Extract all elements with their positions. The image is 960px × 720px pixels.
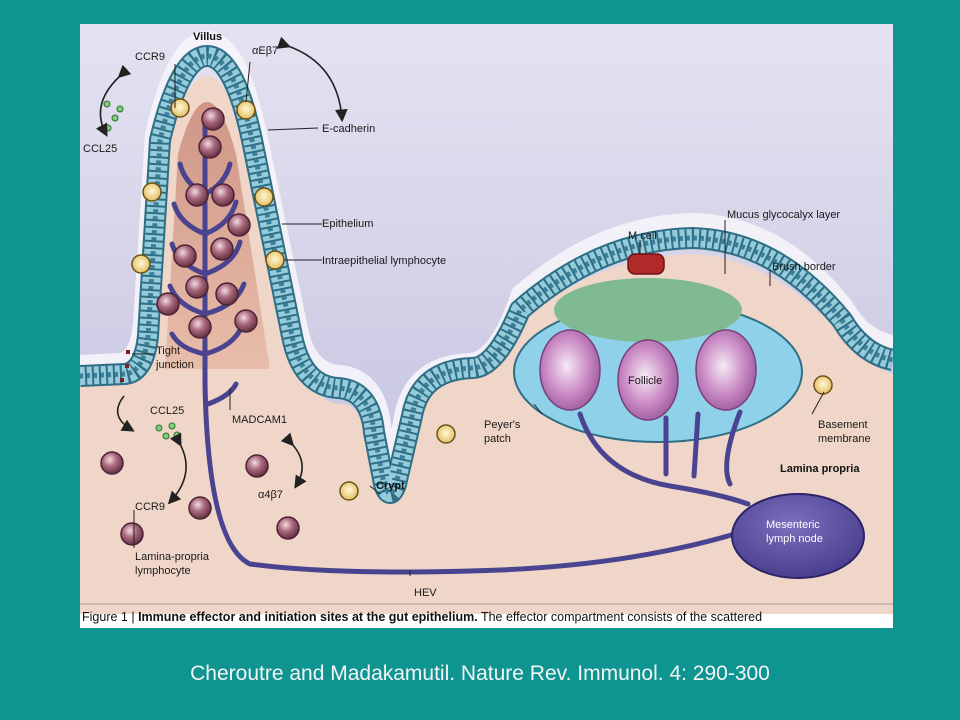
figure-caption: Figure 1 | Immune effector and initiatio… <box>82 610 762 624</box>
follicle-center <box>617 339 679 421</box>
label-m-cell: M cell <box>628 230 657 242</box>
follicle-left <box>539 329 601 411</box>
label-crypt: Crypt <box>376 480 405 492</box>
caption-bold: Immune effector and initiation sites at … <box>138 610 478 624</box>
dome-region <box>554 278 742 342</box>
gut-epithelium-diagram: Villus CCR9 αEβ7 CCL25 E-cadherin Epithe… <box>80 24 893 624</box>
label-lpl-1: Lamina-propria <box>135 551 210 563</box>
label-villus: Villus <box>193 31 222 43</box>
label-basement-2: membrane <box>818 433 871 445</box>
epithelium-nuclei <box>80 53 893 496</box>
migration-arrows <box>95 36 348 505</box>
caption-prefix: Figure 1 | <box>82 610 138 624</box>
label-ccr9-top: CCR9 <box>135 51 165 63</box>
label-alpha-e-beta7: αEβ7 <box>252 45 278 57</box>
label-mln-2: lymph node <box>766 533 823 545</box>
label-tight-junction-1: Tight <box>156 345 180 357</box>
label-peyers-2: patch <box>484 433 511 445</box>
mesenteric-lymph-node <box>731 493 865 579</box>
intraepithelial-lymphocytes <box>131 98 833 501</box>
follicle-right <box>695 329 757 411</box>
label-lpl-2: lymphocyte <box>135 565 191 577</box>
label-mucus: Mucus glycocalyx layer <box>727 209 840 221</box>
citation-text: Cheroutre and Madakamutil. Nature Rev. I… <box>190 662 770 685</box>
label-brush-border: Brush border <box>772 261 836 273</box>
tight-junction-marks <box>120 350 130 382</box>
label-tight-junction-2: junction <box>155 359 194 371</box>
label-ccr9-bottom: CCR9 <box>135 501 165 513</box>
label-ccl25-top: CCL25 <box>83 143 117 155</box>
label-alpha4-beta7: α4β7 <box>258 489 283 501</box>
lamina-propria-lymphocytes <box>100 107 300 546</box>
leader-lines <box>132 61 825 576</box>
caption-rest: The effector compartment consists of the… <box>481 610 762 624</box>
label-epithelium: Epithelium <box>322 218 373 230</box>
vessel-network <box>167 121 751 575</box>
label-mln-1: Mesenteric <box>766 519 820 531</box>
label-ccl25-bottom: CCL25 <box>150 405 184 417</box>
m-cell <box>627 253 665 275</box>
label-iel: Intraepithelial lymphocyte <box>322 255 446 267</box>
label-e-cadherin: E-cadherin <box>322 123 375 135</box>
label-follicle: Follicle <box>628 375 662 387</box>
label-lamina-propria: Lamina propria <box>780 463 860 475</box>
label-madcam1: MADCAM1 <box>232 414 287 426</box>
label-peyers-1: Peyer's <box>484 419 521 431</box>
label-basement-1: Basement <box>818 419 868 431</box>
figure-panel: Villus CCR9 αEβ7 CCL25 E-cadherin Epithe… <box>80 24 893 628</box>
label-hev: HEV <box>414 587 437 599</box>
villus-core <box>165 102 270 369</box>
